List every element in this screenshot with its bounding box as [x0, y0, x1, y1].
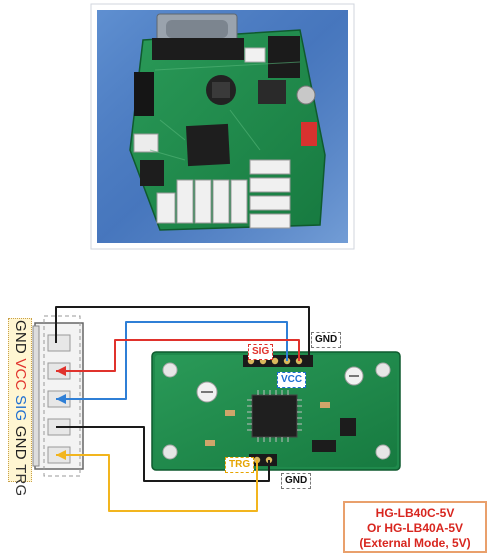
- tag-trg: TRG: [225, 457, 255, 473]
- pin-label-vcc: VCC: [12, 358, 29, 391]
- model-line-2: Or HG-LB40A-5V: [366, 521, 464, 535]
- model-line-1: HG-LB40C-5V: [375, 506, 455, 520]
- five-pin-connector: [32, 315, 84, 477]
- pin-label-box: [8, 318, 32, 482]
- model-line-3: (External Mode, 5V): [359, 536, 471, 550]
- tag-sig: SIG: [248, 344, 274, 360]
- wire-sig: [56, 321, 288, 400]
- wire-vcc: [56, 339, 300, 372]
- wire-gnd-bottom: [56, 426, 270, 482]
- pin-label-gnd-2: GND: [12, 425, 29, 460]
- sensor-module-board: [151, 351, 401, 471]
- model-info-box: HG-LB40C-5V Or HG-LB40A-5V (External Mod…: [343, 501, 487, 553]
- pin-label-stack: GND VCC SIG GND TRG: [7, 320, 33, 496]
- tag-vcc: VCC: [277, 372, 307, 388]
- controller-board-photo: [90, 3, 355, 250]
- wire-trg: [56, 454, 258, 512]
- wire-gnd-top: [55, 306, 310, 361]
- wires: [55, 306, 310, 512]
- tag-gnd-top: GND: [311, 332, 342, 348]
- pin-label-sig: SIG: [12, 394, 29, 422]
- pin-label-trg: TRG: [12, 464, 29, 497]
- tag-gnd-bottom: GND: [281, 473, 312, 489]
- pin-label-gnd: GND: [12, 320, 29, 354]
